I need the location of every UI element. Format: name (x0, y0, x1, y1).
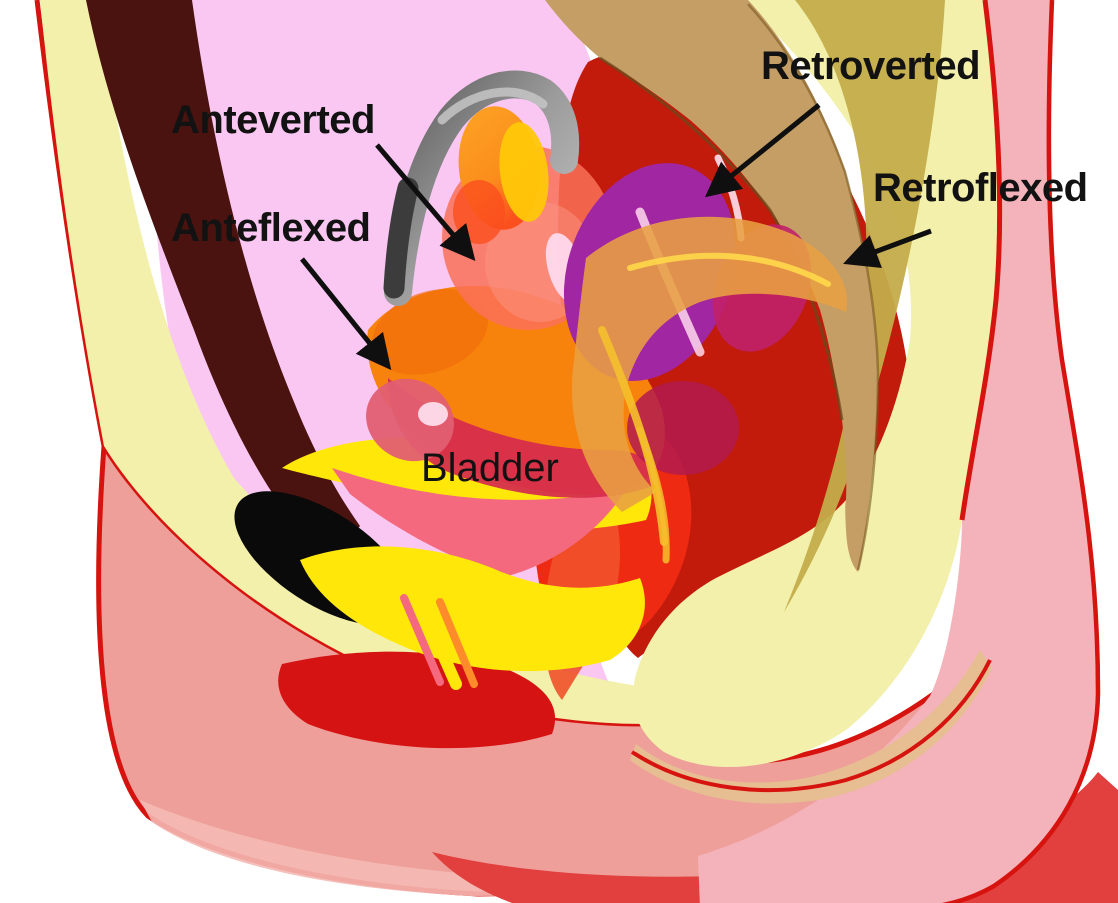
anteverted-label: Anteverted (171, 98, 375, 142)
ovary-yellow-shape (499, 122, 549, 222)
retroflexed-label: Retroflexed (873, 166, 1088, 210)
anteflexed-arrow (300, 257, 392, 371)
pubic-cream-band (40, 0, 668, 724)
retroverted-deep-shape (627, 381, 739, 475)
fallopian-tube-tail (383, 177, 419, 299)
anteflexed-accent-shape (371, 289, 489, 375)
sacrum-tan-band (545, 0, 878, 572)
retroflexed-uterus-shape (572, 216, 848, 512)
rectum-maroon-band (86, 0, 360, 562)
ovary-red-shape (453, 180, 505, 244)
bladder-label: Bladder (421, 446, 559, 490)
urethra-stripe-yellow (412, 592, 462, 690)
fallopian-gold-streak-2 (636, 426, 670, 564)
retroverted-label: Retroverted (761, 44, 981, 88)
urethra-stripe-pink (400, 594, 444, 686)
sacrum-red-line (959, 0, 1003, 521)
retroflexed-gold-streak (627, 252, 831, 287)
retroflexed-arrow (843, 228, 932, 268)
genital-red-shape (278, 651, 556, 749)
coccyx-red-line (630, 659, 992, 793)
anteflexed-cavity-highlight (418, 402, 448, 426)
sacrum-outline-line (599, 56, 844, 421)
anteverted-arrow (375, 143, 476, 262)
perineum-inner-band (140, 766, 1060, 896)
anteflexed-label: Anteflexed (171, 206, 371, 250)
urethra-stripe-orange (436, 598, 478, 688)
retroverted-arrow (704, 103, 821, 198)
body-outline-left (34, 0, 107, 447)
bladder-shape-lower (300, 546, 645, 672)
sacrum-outline-line-2 (747, 3, 880, 571)
anteflexed-crimson-band (388, 378, 655, 498)
anteflexed-fundus-shape (366, 378, 454, 462)
buttock-shape (698, 0, 1098, 903)
coccyx-peach-band (630, 650, 992, 804)
annotation-arrows (300, 103, 932, 371)
body-outline-right (941, 0, 1101, 903)
fallopian-tube-highlight (437, 87, 548, 125)
bladder-pink-interior (332, 468, 626, 576)
